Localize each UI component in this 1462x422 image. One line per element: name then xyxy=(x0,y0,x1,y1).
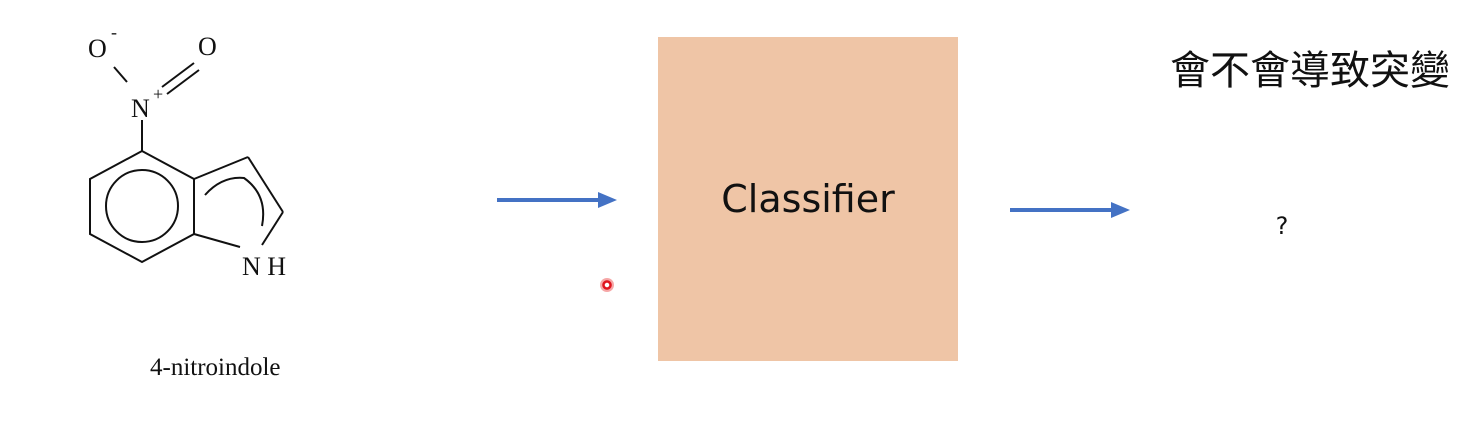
atom-nh: N H xyxy=(242,252,286,281)
molecule-structure: O - O N + N H xyxy=(88,22,286,281)
classifier-label: Classifier xyxy=(721,177,895,221)
bond-n1-c2 xyxy=(261,211,284,246)
bond-c2 xyxy=(247,156,284,213)
charge-minus: - xyxy=(111,22,117,42)
laser-pointer-icon xyxy=(600,278,614,292)
classifier-box: Classifier xyxy=(658,37,958,361)
compound-name: 4-nitroindole xyxy=(150,354,281,381)
output-value: ? xyxy=(1275,212,1289,240)
atom-oxygen: O xyxy=(198,32,217,61)
charge-plus: + xyxy=(153,84,163,104)
bond-n-o-double-1 xyxy=(161,62,195,88)
output-arrow xyxy=(1010,202,1130,218)
pyrrole-inner-arc xyxy=(204,176,265,227)
input-arrow xyxy=(497,192,617,208)
bond-o-n xyxy=(113,66,128,83)
bond-n1-c7a xyxy=(193,233,241,248)
benzene-inner-circle xyxy=(105,169,179,243)
bond-n-o-double-2 xyxy=(166,69,200,95)
bond-c3 xyxy=(193,156,249,180)
atom-oxygen-minus: O xyxy=(88,34,107,63)
question-title: 會不會導致突變 xyxy=(1170,48,1450,94)
atom-nitrogen: N xyxy=(131,94,150,123)
